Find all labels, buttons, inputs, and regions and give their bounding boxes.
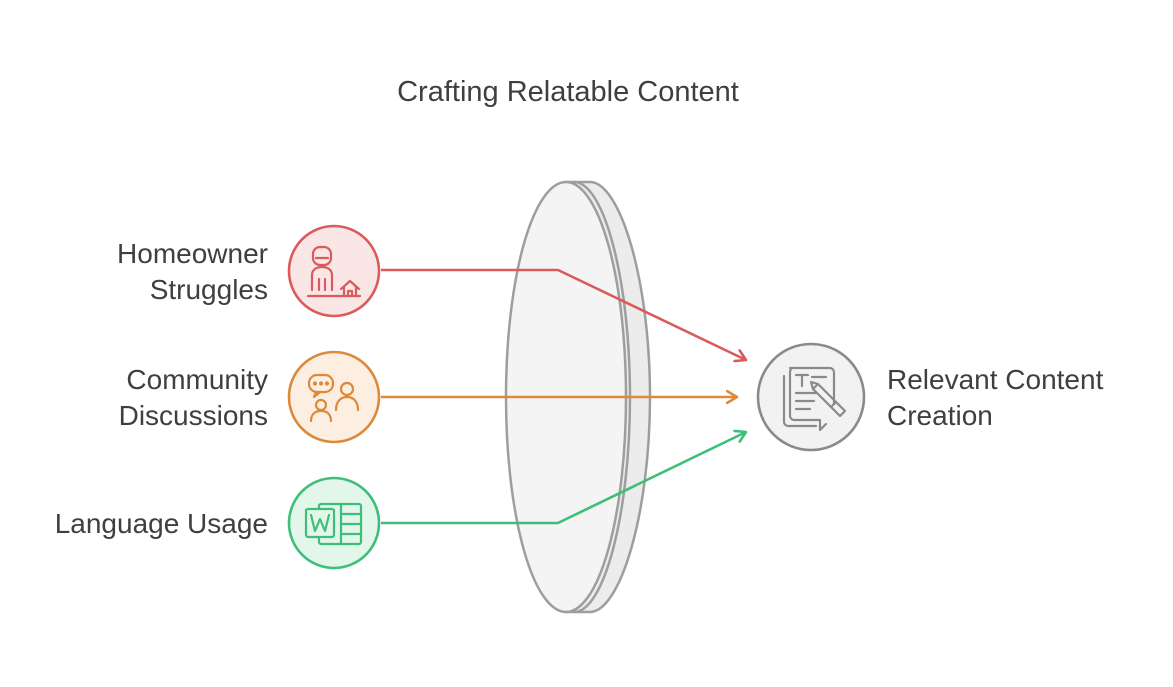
diagram-title: Crafting Relatable Content [397,76,739,108]
homeowner-icon [306,245,362,298]
homeowner-struggles-label-line-2: Struggles [150,274,268,305]
community-discussions-label-line-2: Discussions [119,400,268,431]
community-discussion-icon-circle [287,350,381,444]
output-relevant-content-creation: Relevant Content Creation [756,342,1104,452]
homeowner-struggles-label-line-1: Homeowner [117,238,268,269]
arrow-homeowner-struggles [381,268,746,360]
community-discussion-icon [307,373,360,423]
language-usage-label: Language Usage [55,508,268,539]
content-writing-icon [782,366,847,432]
content-writing-icon-circle [756,342,866,452]
relevant-content-creation-label-line-2: Creation [887,400,993,431]
arrow-language-usage [381,432,746,525]
homeowner-icon-circle [287,224,381,318]
word-document-icon [304,502,363,546]
relevant-content-creation-label-line-1: Relevant Content [887,364,1104,395]
community-discussions-label-line-1: Community [126,364,268,395]
input-homeowner-struggles: Homeowner Struggles [117,224,381,318]
input-language-usage: Language Usage [55,476,381,570]
input-community-discussions: Community Discussions [119,350,381,444]
